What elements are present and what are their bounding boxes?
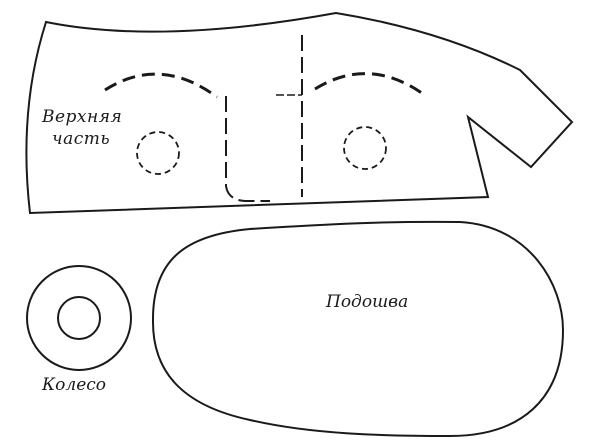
dashed-seam-L	[225, 96, 270, 202]
dashed-arc-left	[104, 72, 218, 99]
upper-piece-outline	[25, 11, 574, 215]
dashed-circle-left	[136, 131, 180, 175]
upper-piece-label-line1: Верхняя	[42, 107, 123, 127]
wheel-label: Колесо	[42, 375, 107, 395]
dashed-arc-right	[314, 72, 427, 98]
upper-piece-label-line2: часть	[52, 128, 111, 149]
wheel-inner-circle	[57, 296, 101, 340]
wheel-outer-circle	[26, 265, 132, 371]
sole-label: Подошва	[326, 292, 409, 312]
sole-outline	[151, 220, 565, 438]
dashed-circle-right	[343, 126, 387, 170]
upper-piece-label: Верхняя часть	[42, 108, 122, 148]
